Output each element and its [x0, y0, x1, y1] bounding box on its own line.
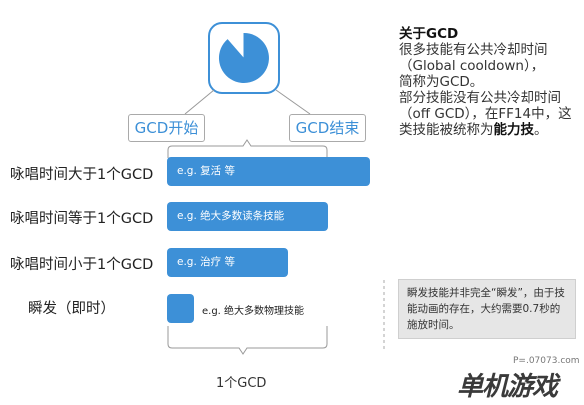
info-line-1: 很多技能有公共冷却时间	[399, 42, 548, 58]
connector-right	[275, 89, 311, 115]
info-panel: 关于GCD 很多技能有公共冷却时间 （Global cooldown）， 简称为…	[399, 26, 575, 138]
row-label-longer: 咏唱时间大于1个GCD	[10, 167, 154, 183]
pie-clock-icon	[218, 33, 269, 83]
info-line-4: 部分技能没有公共冷却时间（off GCD），在FF14中，这类技能被统称为能力技…	[399, 90, 575, 138]
info-line-3: 简称为GCD。	[399, 74, 484, 90]
bar-equal: e.g. 绝大多数读条技能	[167, 202, 328, 231]
bar-instant	[167, 294, 194, 323]
one-gcd-label: 1个GCD	[216, 376, 267, 391]
bar-shorter: e.g. 治疗 等	[167, 248, 288, 277]
info-end: 。	[534, 122, 548, 138]
gcd-icon-frame	[208, 22, 280, 94]
info-line-2: （Global cooldown），	[399, 58, 545, 74]
row-label-shorter: 咏唱时间小于1个GCD	[10, 257, 154, 273]
bottom-brace	[167, 326, 328, 355]
gcd-start-tag: GCD开始	[128, 114, 205, 142]
gcd-end-tag: GCD结束	[289, 114, 366, 142]
bar-instant-label: e.g. 绝大多数物理技能	[202, 306, 305, 317]
row-label-instant: 瞬发（即时）	[28, 301, 115, 317]
watermark-url: P=.07073.com	[513, 356, 580, 366]
info-title: 关于GCD	[399, 26, 459, 42]
connector-left	[184, 89, 215, 115]
top-brace	[167, 139, 328, 158]
info-line-4-text: 部分技能没有公共冷却时间（off GCD），在FF14中，这类技能被统称为	[399, 90, 572, 138]
info-bold: 能力技	[493, 122, 535, 138]
note-box: 瞬发技能并非完全“瞬发”，由于技能动画的存在，大约需要0.7秒的施放时间。	[398, 279, 576, 339]
row-label-equal: 咏唱时间等于1个GCD	[10, 211, 154, 227]
bar-longer: e.g. 复活 等	[167, 157, 370, 186]
watermark-logo: 单机游戏	[457, 372, 558, 402]
